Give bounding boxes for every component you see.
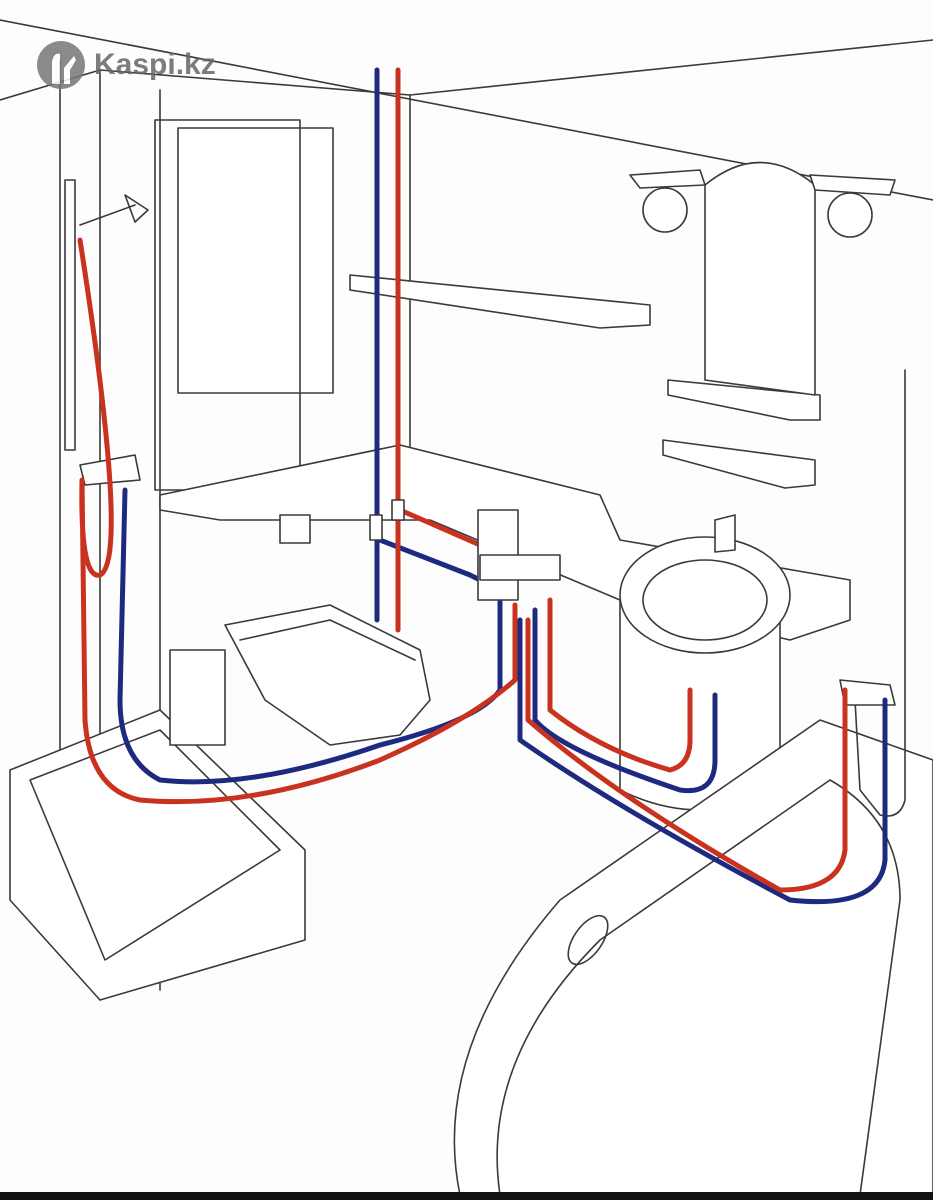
hot-water-pipes — [77, 67, 848, 893]
wall-niche — [177, 127, 334, 394]
kaspi-logo-icon — [37, 41, 85, 89]
wall-lamp-left — [642, 187, 688, 233]
shower-cabin — [9, 59, 306, 1001]
watermark: Kaspi.kz — [36, 40, 216, 90]
hand-shower-hose — [854, 369, 906, 817]
toilet — [169, 514, 431, 746]
pipe-manifold — [369, 499, 561, 601]
shelf-low — [662, 439, 816, 489]
wall-lamp-right — [827, 192, 873, 238]
mirror — [704, 161, 816, 396]
shelf-top — [349, 274, 651, 329]
bottom-edge — [0, 1192, 933, 1200]
watermark-text: Kaspi.kz — [94, 48, 216, 81]
bathtub — [453, 719, 933, 1196]
